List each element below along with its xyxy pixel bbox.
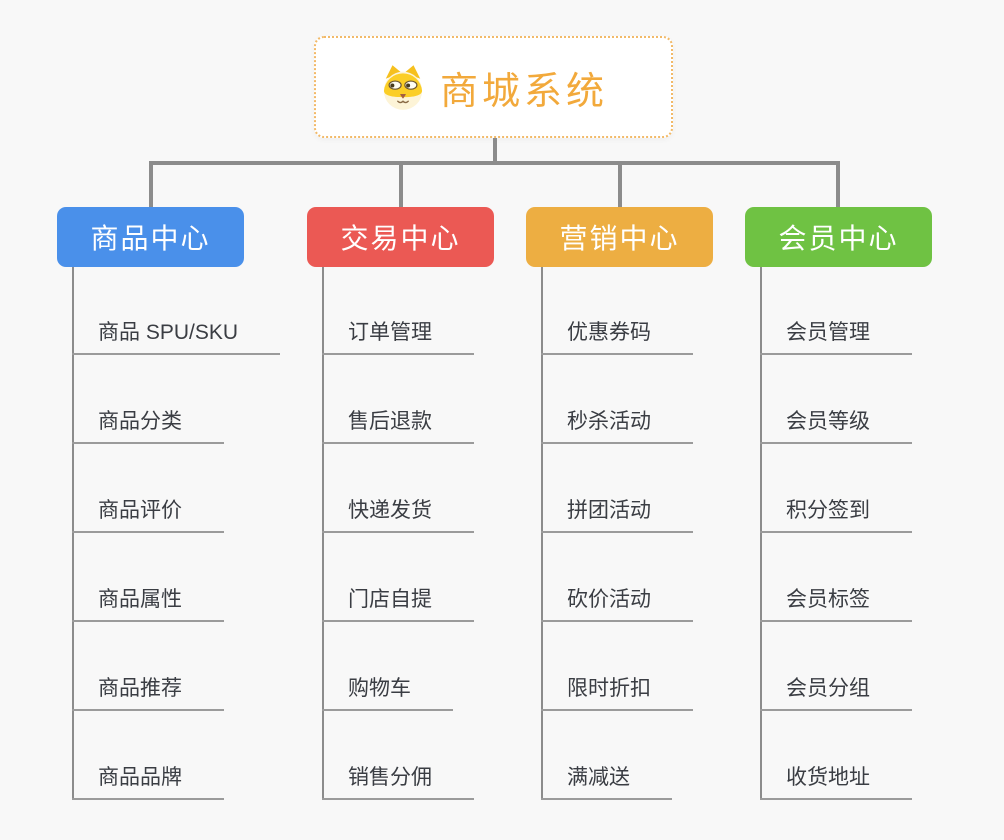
leaf-item[interactable]: 会员标签 — [760, 582, 912, 622]
leaf-item[interactable]: 积分签到 — [760, 493, 912, 533]
branch-label: 会员中心 — [778, 223, 899, 254]
dog-icon — [383, 65, 423, 110]
leaf-item[interactable]: 优惠券码 — [541, 315, 693, 355]
branch-product-center[interactable]: 商品中心 — [57, 207, 244, 267]
leaf-item[interactable]: 秒杀活动 — [541, 404, 693, 444]
connector-horizontal — [149, 161, 840, 165]
leaf-item[interactable]: 售后退款 — [322, 404, 474, 444]
leaf-item[interactable]: 会员分组 — [760, 671, 912, 711]
branch-label: 商品中心 — [90, 223, 211, 254]
leaf-item[interactable]: 收货地址 — [760, 760, 912, 800]
leaf-item[interactable]: 销售分佣 — [322, 760, 474, 800]
branch-line-marketing — [541, 267, 543, 800]
leaf-item[interactable]: 订单管理 — [322, 315, 474, 355]
branch-line-trade — [322, 267, 324, 800]
branch-member-center[interactable]: 会员中心 — [745, 207, 932, 267]
leaf-item[interactable]: 商品品牌 — [72, 760, 224, 800]
branch-marketing-center[interactable]: 营销中心 — [526, 207, 713, 267]
leaf-item[interactable]: 拼团活动 — [541, 493, 693, 533]
branch-label: 营销中心 — [559, 223, 680, 254]
connector-root-stem — [493, 138, 497, 163]
connector-drop-product — [149, 161, 153, 208]
connector-drop-trade — [399, 161, 403, 208]
leaf-item[interactable]: 会员管理 — [760, 315, 912, 355]
leaf-item[interactable]: 商品属性 — [72, 582, 224, 622]
branch-line-product — [72, 267, 74, 800]
leaf-item[interactable]: 快递发货 — [322, 493, 474, 533]
branch-trade-center[interactable]: 交易中心 — [307, 207, 494, 267]
leaf-item[interactable]: 购物车 — [322, 671, 453, 711]
leaf-item[interactable]: 商品 SPU/SKU — [72, 315, 281, 355]
leaf-item[interactable]: 商品分类 — [72, 404, 224, 444]
leaf-item[interactable]: 会员等级 — [760, 404, 912, 444]
connector-drop-marketing — [618, 161, 622, 208]
branch-line-member — [760, 267, 762, 800]
root-title: 商城系统 — [439, 70, 608, 113]
leaf-item[interactable]: 限时折扣 — [541, 671, 693, 711]
leaf-item[interactable]: 门店自提 — [322, 582, 474, 622]
branch-label: 交易中心 — [340, 223, 461, 254]
leaf-item[interactable]: 商品推荐 — [72, 671, 224, 711]
root-node[interactable]: 商城系统 — [314, 36, 673, 138]
leaf-item[interactable]: 满减送 — [541, 760, 672, 800]
leaf-item[interactable]: 商品评价 — [72, 493, 224, 533]
leaf-item[interactable]: 砍价活动 — [541, 582, 693, 622]
connector-drop-member — [836, 161, 840, 208]
